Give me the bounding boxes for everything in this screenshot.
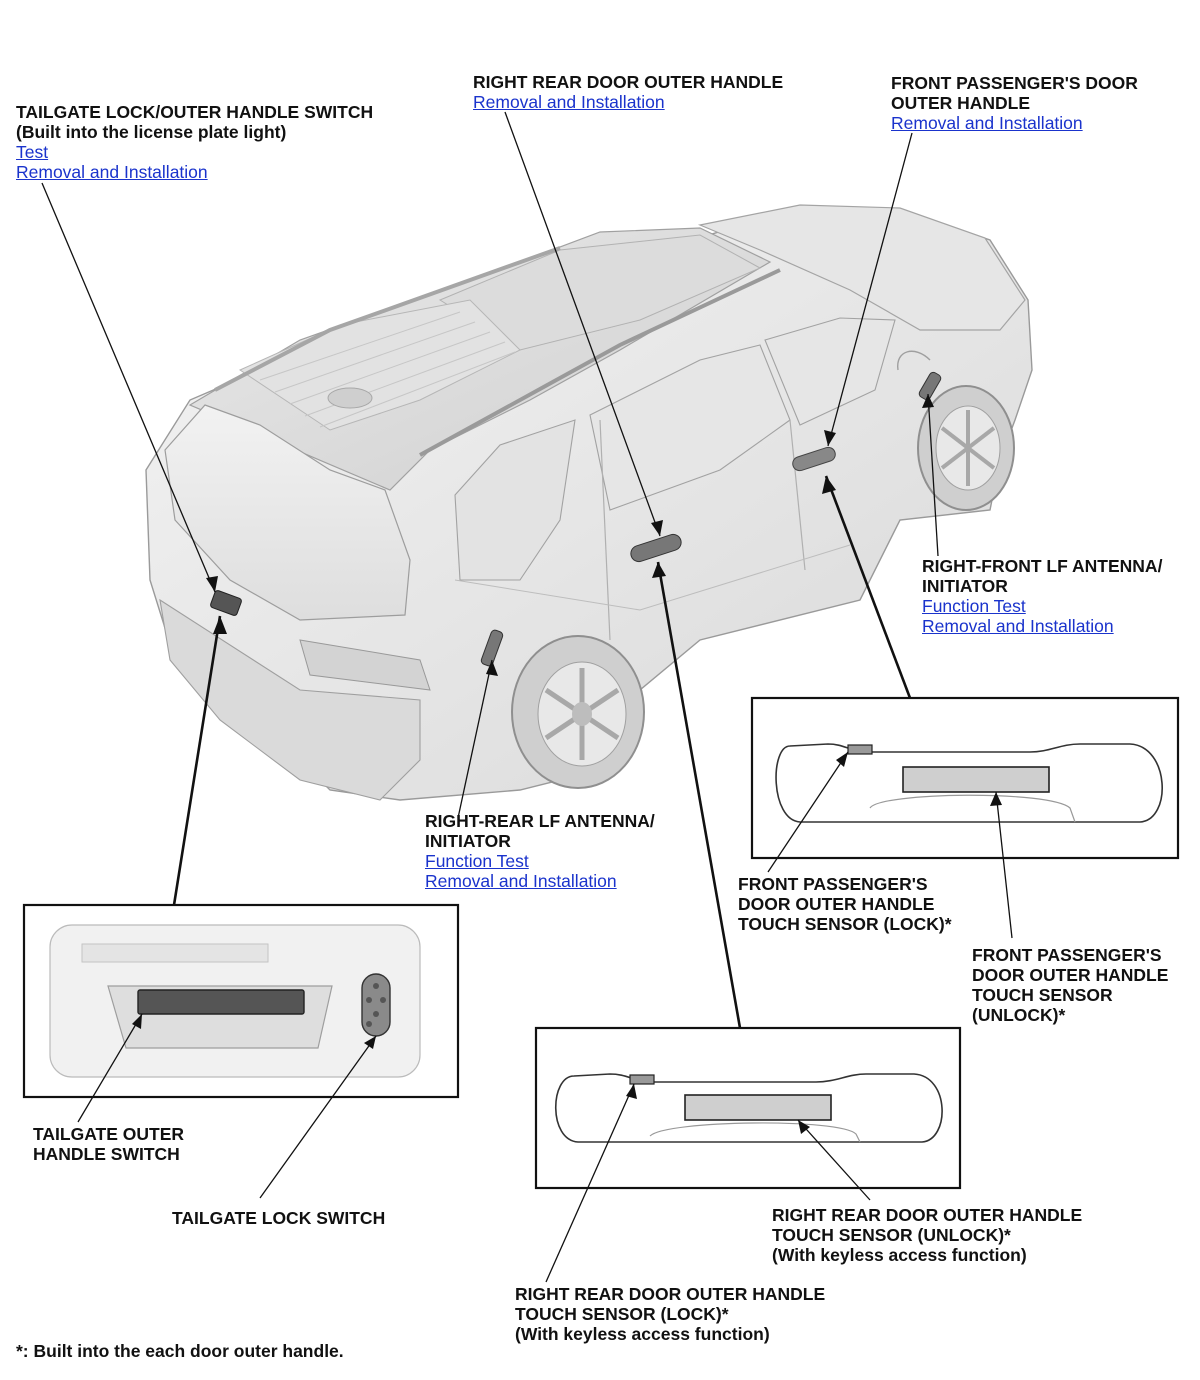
function-test-link[interactable]: Function Test [922,596,1026,616]
callout-line: FRONT PASSENGER'S [972,945,1162,965]
callout-rr-touch-sensor-unlock: RIGHT REAR DOOR OUTER HANDLE TOUCH SENSO… [772,1205,1082,1265]
tailgate-outer-handle-switch-part [137,989,305,1015]
callout-right-front-lf-antenna: RIGHT-FRONT LF ANTENNA/ INITIATOR Functi… [922,556,1162,636]
callout-line: TOUCH SENSOR (LOCK)* [738,914,952,934]
callout-right-rear-lf-antenna: RIGHT-REAR LF ANTENNA/ INITIATOR Functio… [425,811,655,891]
callout-tailgate-lock-switch: TAILGATE LOCK SWITCH [172,1208,385,1228]
callout-title-line1: RIGHT-REAR LF ANTENNA/ [425,811,655,831]
callout-line: TOUCH SENSOR [972,985,1113,1005]
front-passenger-handle-detail [750,696,1180,860]
callout-subtitle: (Built into the license plate light) [16,122,287,142]
vehicle-roof-rail-right [419,268,781,457]
function-test-link[interactable]: Function Test [425,851,529,871]
fp-touch-sensor-lock-part [847,744,873,755]
footnote: *: Built into the each door outer handle… [16,1341,344,1361]
callout-line: TAILGATE LOCK SWITCH [172,1208,386,1228]
right-front-antenna-part [918,371,942,401]
removal-and-installation-link[interactable]: Removal and Installation [922,616,1114,636]
vehicle-illustration [145,204,1033,801]
removal-and-installation-link[interactable]: Removal and Installation [891,113,1083,133]
right-rear-antenna-part [480,629,504,667]
test-link[interactable]: Test [16,142,49,162]
callout-line: FRONT PASSENGER'S [738,874,928,894]
callout-line: TOUCH SENSOR (UNLOCK)* [772,1225,1011,1245]
callout-line: TOUCH SENSOR (LOCK)* [515,1304,729,1324]
removal-and-installation-link[interactable]: Removal and Installation [473,92,665,112]
vehicle-rear-wheel [511,635,645,789]
callout-line: DOOR OUTER HANDLE [738,894,935,914]
vehicle-roof-rail-left [214,246,561,392]
license-plate-light-switch [210,590,242,616]
vehicle-rear-window [164,404,411,621]
vehicle-front-wheel [917,385,1015,511]
callout-right-rear-door-outer-handle: RIGHT REAR DOOR OUTER HANDLE Removal and… [473,72,783,112]
callout-title-line1: FRONT PASSENGER'S DOOR [891,73,1138,93]
callout-title: TAILGATE LOCK/OUTER HANDLE SWITCH [16,102,374,122]
callout-line: (With keyless access function) [515,1324,770,1344]
fp-touch-sensor-unlock-part [902,766,1050,793]
callout-title-line1: RIGHT-FRONT LF ANTENNA/ [922,556,1163,576]
callout-tailgate-outer-handle-switch: TAILGATE OUTER HANDLE SWITCH [33,1124,184,1164]
front-passenger-door-handle [792,446,836,472]
callout-line: RIGHT REAR DOOR OUTER HANDLE [772,1205,1083,1225]
callout-rr-touch-sensor-lock: RIGHT REAR DOOR OUTER HANDLE TOUCH SENSO… [515,1284,825,1344]
callout-fp-touch-sensor-unlock: FRONT PASSENGER'S DOOR OUTER HANDLE TOUC… [972,945,1168,1025]
rr-touch-sensor-lock-part [629,1074,655,1085]
callout-title-line2: OUTER HANDLE [891,93,1031,113]
callout-line: DOOR OUTER HANDLE [972,965,1169,985]
callout-line: RIGHT REAR DOOR OUTER HANDLE [515,1284,826,1304]
callout-line: TAILGATE OUTER [33,1124,185,1144]
callout-title: RIGHT REAR DOOR OUTER HANDLE [473,72,784,92]
callout-line: (With keyless access function) [772,1245,1027,1265]
leader-arrowheads [132,394,1002,1134]
tailgate-switch-detail [22,903,460,1099]
removal-and-installation-link[interactable]: Removal and Installation [425,871,617,891]
vehicle-tail-lamp [299,639,431,691]
callout-title-line2: INITIATOR [425,831,511,851]
callout-fp-touch-sensor-lock: FRONT PASSENGER'S DOOR OUTER HANDLE TOUC… [738,874,952,934]
callout-front-passenger-door-outer-handle: FRONT PASSENGER'S DOOR OUTER HANDLE Remo… [891,73,1138,133]
rr-touch-sensor-unlock-part [684,1094,832,1121]
right-rear-door-handle [630,533,682,563]
right-rear-handle-detail [534,1026,962,1190]
callout-line: HANDLE SWITCH [33,1144,180,1164]
removal-and-installation-link[interactable]: Removal and Installation [16,162,208,182]
callout-title-line2: INITIATOR [922,576,1008,596]
vehicle-side-window-rear [454,419,576,581]
callout-tailgate-lock-outer-handle-switch: TAILGATE LOCK/OUTER HANDLE SWITCH (Built… [16,102,373,182]
leader-lines [41,111,1013,1283]
vehicle-side-window-front [764,317,896,426]
vehicle-hood [697,204,1026,331]
vehicle-rear-bumper [159,598,421,801]
callout-line: (UNLOCK)* [972,1005,1066,1025]
